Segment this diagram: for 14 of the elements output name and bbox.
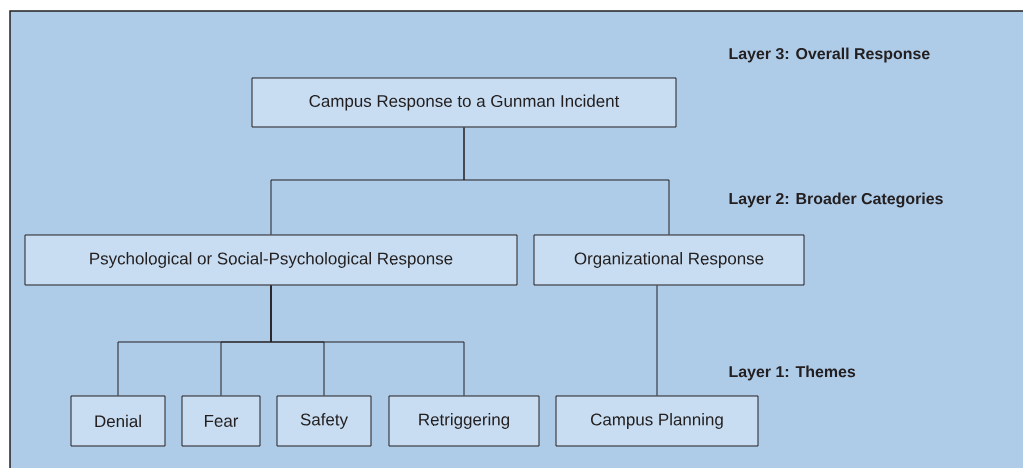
layer-label: Layer 1: Themes [729,365,856,381]
connector-line [270,285,465,396]
layer-label: Layer 3: Overall Response [729,47,930,63]
category-box: Campus Planning [555,395,759,447]
category-box: Psychological or Social-Psychological Response [24,234,518,286]
category-box: Safety [276,395,372,447]
category-box: Retriggering [388,395,540,447]
category-box: Organizational Response [533,234,805,286]
layer-label: Layer 2: Broader Categories [729,192,943,208]
category-box: Campus Response to a Gunman Incident [251,77,677,128]
category-box: Denial [70,395,166,447]
connector-line [656,285,658,396]
category-box: Fear [181,395,261,447]
connector-line [463,127,670,235]
